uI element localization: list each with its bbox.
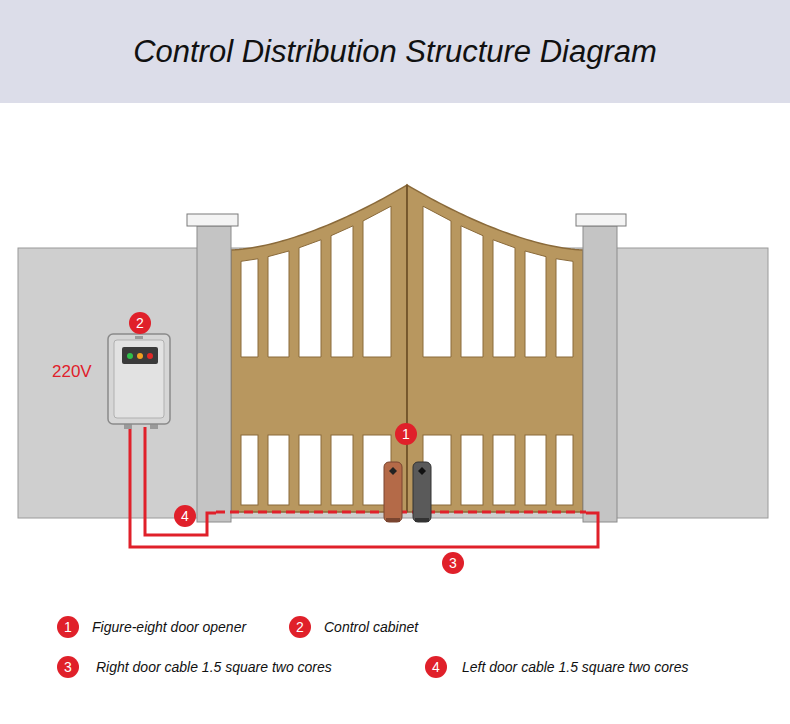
gate-leaf (407, 185, 583, 512)
gate-panel (423, 206, 451, 357)
gate-panel (556, 259, 573, 357)
gate-panel (268, 435, 289, 505)
callout-number: 4 (174, 505, 196, 527)
title: Control Distribution Structure Diagram (133, 34, 657, 70)
gate-seam (406, 185, 408, 512)
gate-panel (525, 251, 546, 357)
callout-number: 1 (395, 423, 417, 445)
callout-number: 2 (289, 616, 311, 638)
gate-leaf (231, 185, 407, 512)
voltage-label: 220V (52, 362, 92, 382)
legend-text: Control cabinet (324, 619, 418, 635)
gate-panel (493, 240, 515, 357)
gate-panel (241, 435, 258, 505)
gate-panel (525, 435, 546, 505)
legend-text: Figure-eight door opener (92, 619, 246, 635)
right-pillar (576, 214, 626, 522)
callout-number: 2 (129, 312, 151, 334)
gate-panel (331, 435, 353, 505)
left-pillar (187, 214, 238, 522)
callout-number: 3 (442, 552, 464, 574)
gate-panel (556, 435, 573, 505)
door-openers (384, 462, 431, 522)
gate-panel (461, 226, 483, 357)
callout-number: 4 (425, 656, 447, 678)
gate-panel (363, 206, 391, 357)
gate-panel (461, 435, 483, 505)
title-band (0, 0, 790, 103)
legend-text: Left door cable 1.5 square two cores (462, 659, 688, 675)
callout-number: 3 (57, 656, 79, 678)
gate-panel (331, 226, 353, 357)
gate-panel (299, 435, 321, 505)
gate-panel (241, 259, 258, 357)
gate (231, 185, 583, 512)
callout-number: 1 (57, 616, 79, 638)
legend-text: Right door cable 1.5 square two cores (96, 659, 332, 675)
wires (130, 427, 598, 547)
gate-panel (493, 435, 515, 505)
gate-panel (268, 251, 289, 357)
gate-panel (299, 240, 321, 357)
control-cabinet (108, 334, 170, 429)
